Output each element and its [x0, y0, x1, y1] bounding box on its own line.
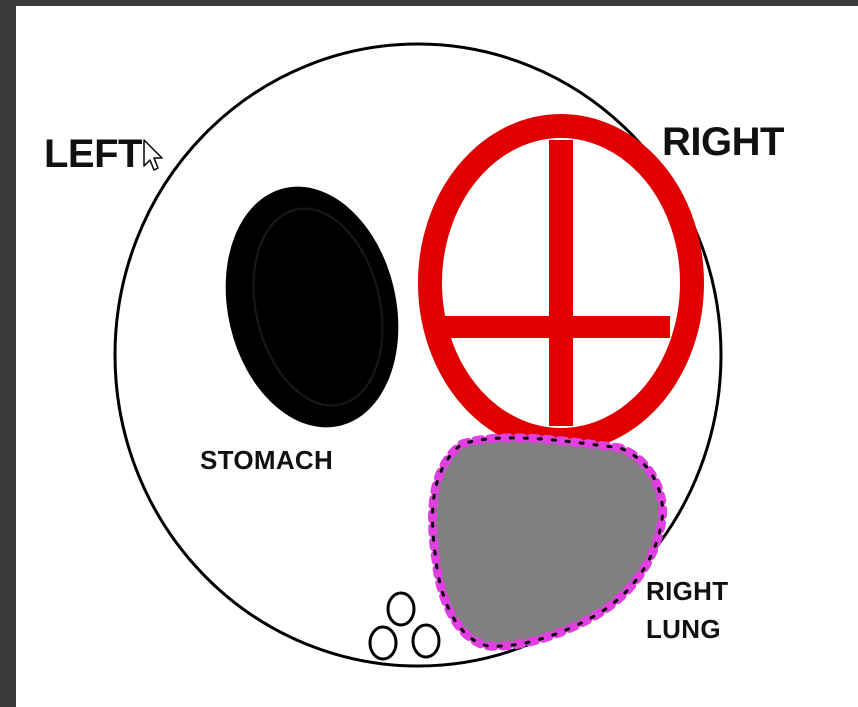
- vessel-circle: [388, 593, 414, 625]
- vessel-circle: [413, 625, 439, 657]
- right-lung-shape: [433, 438, 663, 646]
- right-lung-label-line1: RIGHT: [646, 578, 728, 604]
- left-label: LEFT: [44, 134, 142, 174]
- mouse-pointer-icon: [144, 140, 162, 170]
- right-lung-label-line2: LUNG: [646, 616, 721, 642]
- vessel-circle: [370, 627, 396, 659]
- stomach-shape: [203, 169, 422, 445]
- stomach-label: STOMACH: [200, 447, 333, 473]
- right-label: RIGHT: [662, 122, 784, 162]
- heart-ring: [430, 126, 692, 440]
